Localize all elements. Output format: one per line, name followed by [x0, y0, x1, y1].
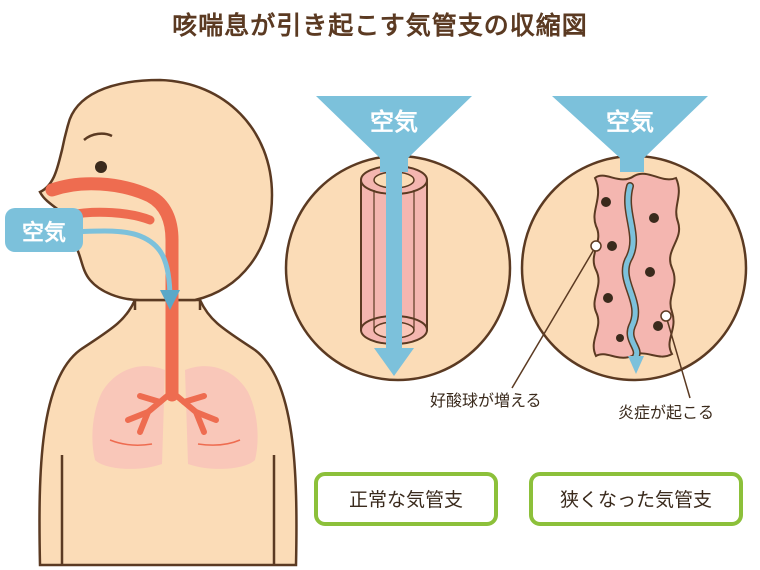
air-arrow-narrow	[628, 356, 644, 374]
annotations: 好酸球が増える 炎症が起こる	[430, 240, 714, 422]
eye	[95, 161, 107, 173]
air-flow-arrow-left	[59, 228, 180, 310]
air-stream-narrow	[623, 183, 640, 359]
caption-normal: 正常な気管支	[314, 472, 498, 526]
lung-right	[185, 366, 258, 469]
human-figure: 空気	[5, 78, 298, 567]
eosinophil-cells	[601, 197, 663, 342]
air-arrow-normal	[374, 348, 414, 376]
lung-line-right	[197, 439, 241, 446]
air-label-narrow: 空気	[606, 108, 654, 136]
lung-line-left	[109, 439, 153, 446]
bronchi	[125, 389, 219, 435]
funnel-narrow	[552, 96, 708, 172]
annotation-inflammation: 炎症が起こる	[618, 403, 714, 422]
eosinophil	[645, 267, 655, 277]
caption-narrow: 狭くなった気管支	[529, 472, 743, 526]
eyebrow	[83, 132, 113, 141]
funnel-normal	[316, 96, 472, 172]
air-label-left: 空気	[22, 220, 66, 246]
air-label-normal: 空気	[370, 108, 418, 136]
eosinophil	[607, 241, 617, 251]
annotation-dot-inflammation	[660, 310, 672, 322]
eosinophil	[649, 213, 659, 223]
air-stream-normal	[386, 150, 402, 350]
eosinophil	[601, 197, 611, 207]
annotation-dot-eosinophil	[590, 240, 602, 252]
narrow-bronchus-panel: 空気	[520, 96, 748, 382]
airway	[45, 177, 179, 402]
eosinophil	[653, 321, 663, 331]
annotation-eosinophil: 好酸球が増える	[430, 391, 542, 410]
caption-narrow-text: 狭くなった気管支	[560, 489, 712, 511]
air-label-left-box	[5, 208, 83, 252]
page-title: 咳喘息が引き起こす気管支の収縮図	[172, 11, 588, 40]
normal-bronchus-panel: 空気	[284, 96, 512, 382]
eosinophil	[616, 334, 624, 342]
eosinophil	[603, 293, 613, 303]
caption-normal-text: 正常な気管支	[349, 489, 463, 511]
